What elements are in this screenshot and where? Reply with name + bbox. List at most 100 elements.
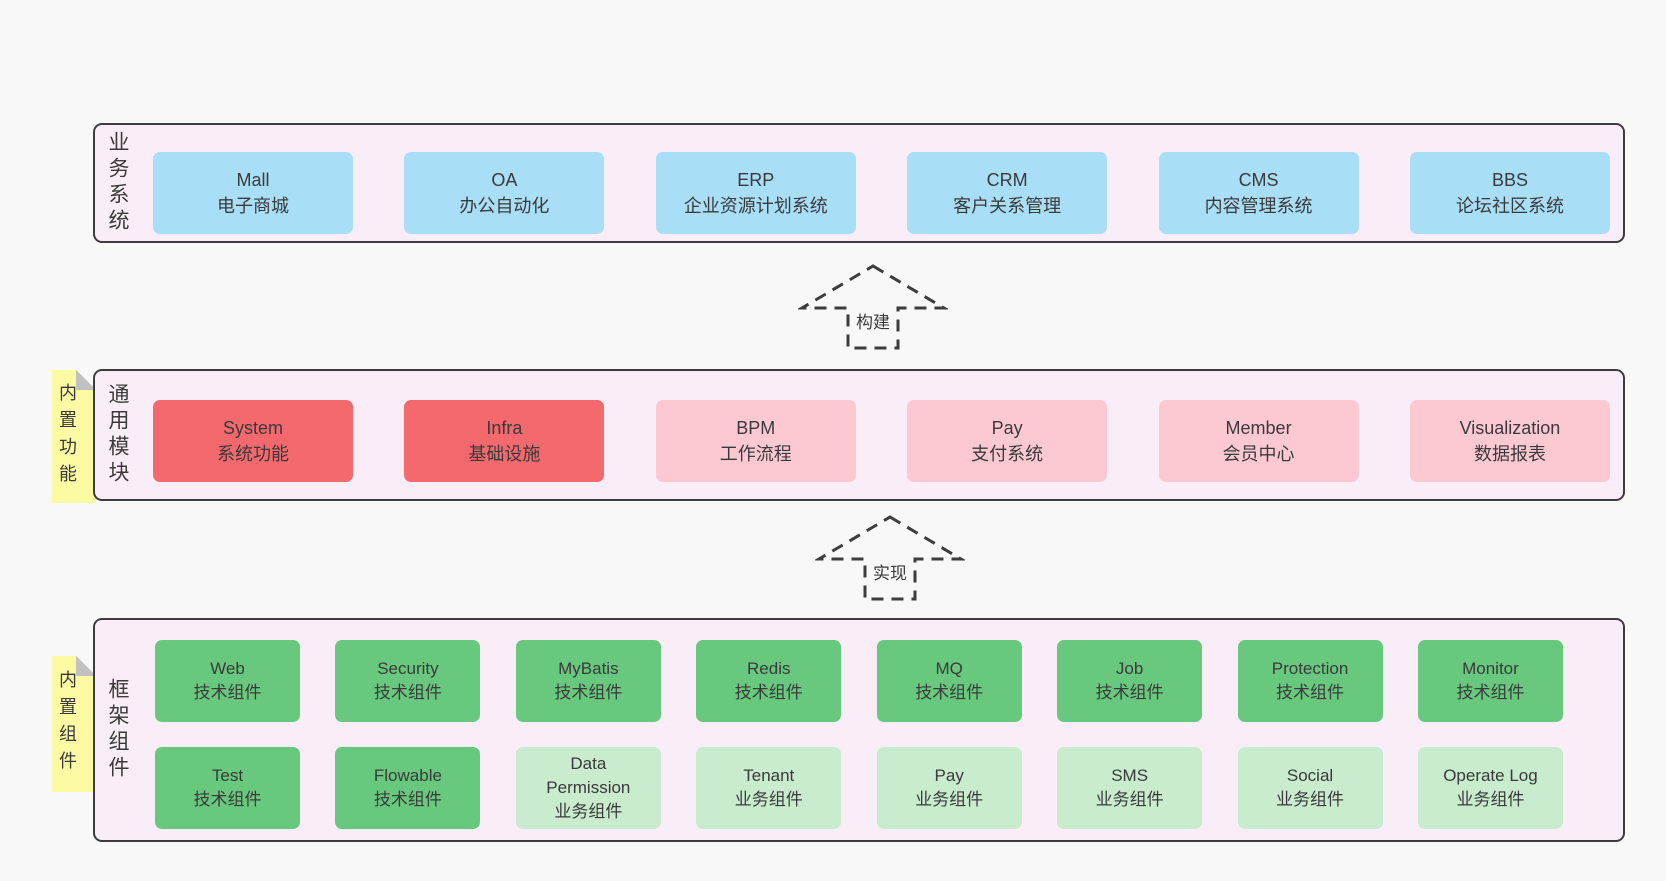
box-title: Operate Log bbox=[1443, 766, 1538, 785]
box-infra: Infra 基础设施 bbox=[404, 400, 605, 482]
box-mall: Mall 电子商城 bbox=[153, 152, 353, 234]
sticky-note-builtin-components: 内置组件 bbox=[52, 656, 96, 792]
box-web: Web 技术组件 bbox=[155, 640, 300, 722]
box-title: SMS bbox=[1111, 766, 1149, 785]
box-operate-log: Operate Log 业务组件 bbox=[1417, 747, 1563, 829]
build-arrow-label: 构建 bbox=[853, 308, 893, 333]
box-redis: Redis 技术组件 bbox=[696, 640, 842, 722]
box-subtitle: 会员中心 bbox=[1222, 444, 1295, 464]
box-pay: Pay 支付系统 bbox=[907, 400, 1108, 482]
box-subtitle: 技术组件 bbox=[1095, 683, 1164, 702]
box-title: OA bbox=[491, 170, 518, 190]
band-label-modules: 通用模块 bbox=[106, 383, 129, 487]
box-subtitle: 客户关系管理 bbox=[953, 196, 1062, 216]
box-protection: Protection 技术组件 bbox=[1237, 640, 1383, 722]
box-title: CRM bbox=[986, 170, 1028, 190]
box-title: Tenant bbox=[743, 766, 795, 785]
box-title: Data Permission bbox=[546, 754, 631, 797]
box-cms: CMS 内容管理系统 bbox=[1158, 152, 1359, 234]
box-subtitle: 技术组件 bbox=[915, 683, 984, 702]
sticky-label: 内置功能 bbox=[57, 382, 77, 491]
sticky-label: 内置组件 bbox=[57, 670, 77, 778]
implement-arrow: 实现 bbox=[815, 513, 965, 603]
business-systems-row: Mall 电子商城 OA 办公自动化 ERP 企业资源计划系统 CRM 客户关系… bbox=[95, 152, 1623, 234]
common-modules-row: System 系统功能 Infra 基础设施 BPM 工作流程 Pay 支付系统… bbox=[95, 400, 1623, 482]
box-subtitle: 办公自动化 bbox=[459, 196, 550, 216]
box-subtitle: 基础设施 bbox=[468, 444, 541, 464]
box-title: ERP bbox=[737, 170, 775, 190]
box-oa: OA 办公自动化 bbox=[404, 152, 605, 234]
box-subtitle: 数据报表 bbox=[1473, 444, 1546, 464]
box-title: Test bbox=[211, 766, 244, 785]
box-title: BBS bbox=[1491, 170, 1528, 190]
band-label-business: 业务系统 bbox=[106, 131, 129, 235]
box-erp: ERP 企业资源计划系统 bbox=[655, 152, 856, 234]
business-systems-band: 业务系统 Mall 电子商城 OA 办公自动化 ERP 企业资源计划系统 CRM… bbox=[93, 123, 1625, 243]
implement-arrow-label: 实现 bbox=[870, 559, 910, 584]
box-member: Member 会员中心 bbox=[1158, 400, 1359, 482]
box-subtitle: 技术组件 bbox=[373, 790, 442, 809]
box-subtitle: 技术组件 bbox=[1456, 683, 1525, 702]
framework-components-row-2: Test 技术组件 Flowable 技术组件 Data Permission … bbox=[95, 747, 1623, 829]
box-title: MQ bbox=[935, 659, 963, 678]
box-subtitle: 技术组件 bbox=[1276, 683, 1345, 702]
box-title: Pay bbox=[934, 766, 964, 785]
box-subtitle: 技术组件 bbox=[734, 683, 803, 702]
box-title: Redis bbox=[747, 659, 791, 678]
sticky-note-builtin-features: 内置功能 bbox=[52, 370, 96, 503]
box-title: Member bbox=[1225, 418, 1292, 438]
box-subtitle: 业务组件 bbox=[1456, 790, 1525, 809]
box-subtitle: 技术组件 bbox=[373, 683, 442, 702]
box-sms: SMS 业务组件 bbox=[1057, 747, 1203, 829]
box-system: System 系统功能 bbox=[153, 400, 353, 482]
build-arrow: 构建 bbox=[798, 262, 948, 352]
box-title: Social bbox=[1286, 766, 1334, 785]
box-bbs: BBS 论坛社区系统 bbox=[1409, 152, 1610, 234]
common-modules-band: 通用模块 System 系统功能 Infra 基础设施 BPM 工作流程 Pay… bbox=[93, 369, 1625, 501]
folded-corner-icon bbox=[76, 370, 96, 390]
box-title: Web bbox=[210, 659, 245, 678]
box-title: Infra bbox=[486, 418, 523, 438]
box-subtitle: 技术组件 bbox=[554, 683, 623, 702]
box-title: Monitor bbox=[1462, 659, 1519, 678]
box-title: Mall bbox=[236, 170, 270, 190]
box-title: Pay bbox=[991, 418, 1023, 438]
box-subtitle: 支付系统 bbox=[971, 444, 1044, 464]
box-title: Flowable bbox=[373, 766, 442, 785]
box-subtitle: 业务组件 bbox=[554, 802, 623, 821]
box-subtitle: 业务组件 bbox=[1095, 790, 1164, 809]
box-test: Test 技术组件 bbox=[155, 747, 300, 829]
box-title: Protection bbox=[1271, 659, 1349, 678]
box-subtitle: 企业资源计划系统 bbox=[683, 196, 828, 216]
box-mybatis: MyBatis 技术组件 bbox=[515, 640, 661, 722]
box-subtitle: 工作流程 bbox=[719, 444, 792, 464]
framework-components-band: 框架组件 Web 技术组件 Security 技术组件 MyBatis 技术组件… bbox=[93, 618, 1625, 842]
box-subtitle: 业务组件 bbox=[734, 790, 803, 809]
box-title: MyBatis bbox=[558, 659, 619, 678]
box-bpm: BPM 工作流程 bbox=[655, 400, 856, 482]
box-visualization: Visualization 数据报表 bbox=[1409, 400, 1610, 482]
box-flowable: Flowable 技术组件 bbox=[335, 747, 481, 829]
box-subtitle: 电子商城 bbox=[217, 196, 289, 216]
box-subtitle: 内容管理系统 bbox=[1204, 196, 1313, 216]
box-title: Visualization bbox=[1459, 418, 1561, 438]
framework-components-row-1: Web 技术组件 Security 技术组件 MyBatis 技术组件 Redi… bbox=[95, 640, 1623, 722]
box-monitor: Monitor 技术组件 bbox=[1417, 640, 1563, 722]
box-subtitle: 业务组件 bbox=[915, 790, 984, 809]
folded-corner-icon bbox=[76, 656, 96, 676]
box-title: CMS bbox=[1238, 170, 1279, 190]
box-title: Security bbox=[377, 659, 439, 678]
box-tenant: Tenant 业务组件 bbox=[696, 747, 842, 829]
box-subtitle: 业务组件 bbox=[1276, 790, 1345, 809]
box-subtitle: 技术组件 bbox=[193, 683, 262, 702]
box-subtitle: 系统功能 bbox=[217, 444, 289, 464]
box-title: Job bbox=[1115, 659, 1144, 678]
box-subtitle: 技术组件 bbox=[193, 790, 262, 809]
up-arrow-icon bbox=[798, 264, 948, 350]
box-crm: CRM 客户关系管理 bbox=[907, 152, 1108, 234]
box-title: System bbox=[222, 418, 283, 438]
box-subtitle: 论坛社区系统 bbox=[1455, 196, 1564, 216]
box-social: Social 业务组件 bbox=[1237, 747, 1383, 829]
band-label-components: 框架组件 bbox=[106, 678, 129, 782]
box-data-permission: Data Permission 业务组件 bbox=[515, 747, 661, 829]
